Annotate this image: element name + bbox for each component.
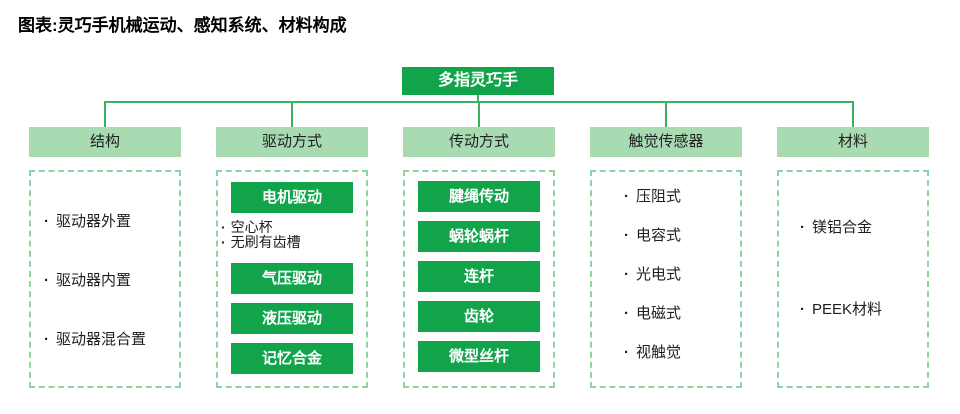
list-item: · 电磁式 [624, 304, 740, 324]
list-item-label: 驱动器内置 [56, 271, 132, 289]
green-node: 齿轮 [418, 301, 540, 332]
connector-drop-sensor [665, 102, 667, 127]
green-node: 微型丝杆 [418, 341, 540, 372]
list-item-label: PEEK材料 [812, 301, 883, 318]
column-header-sensor: 触觉传感器 [590, 127, 742, 157]
list-item: · 压阻式 [624, 187, 740, 207]
list-item-label: 空心杯 [230, 219, 273, 235]
connector-drop-transmission [478, 102, 480, 127]
list-item: · 空心杯 [221, 220, 366, 235]
column-body-drive: 电机驱动 · 空心杯 · 无刷有齿槽 气压驱动 液压驱动 记忆合金 [216, 170, 368, 388]
column-body-structure: · 驱动器外置 · 驱动器内置 · 驱动器混合置 [29, 170, 181, 388]
column-transmission-mode: 传动方式 腱绳传动 蜗轮蜗杆 连杆 齿轮 微型丝杆 [403, 127, 555, 388]
list-item-label: 视触觉 [636, 344, 682, 361]
column-material: 材料 · 镁铝合金 · PEEK材料 [777, 127, 929, 388]
green-node: 气压驱动 [231, 263, 353, 294]
drive-item-list: 电机驱动 · 空心杯 · 无刷有齿槽 气压驱动 液压驱动 记忆合金 [218, 172, 366, 374]
column-header-material: 材料 [777, 127, 929, 157]
bullet-icon: · [624, 227, 629, 244]
connector-root-stem [477, 95, 479, 102]
green-node: 蜗轮蜗杆 [418, 221, 540, 252]
list-item: · 无刷有齿槽 [221, 235, 366, 250]
connector-drop-structure [104, 102, 106, 127]
green-node: 腱绳传动 [418, 181, 540, 212]
bullet-icon: · [44, 271, 49, 289]
green-node: 记忆合金 [231, 343, 353, 374]
list-item-label: 光电式 [636, 266, 682, 283]
bullet-icon: · [624, 344, 629, 361]
bullet-icon: · [624, 266, 629, 283]
list-item: · 驱动器内置 [44, 269, 179, 290]
bullet-icon: · [624, 305, 629, 322]
green-node: 液压驱动 [231, 303, 353, 334]
bullet-icon: · [624, 188, 629, 205]
transmission-item-list: 腱绳传动 蜗轮蜗杆 连杆 齿轮 微型丝杆 [405, 172, 553, 372]
list-item-label: 电磁式 [636, 305, 682, 322]
list-item-label: 镁铝合金 [812, 219, 873, 236]
column-body-transmission: 腱绳传动 蜗轮蜗杆 连杆 齿轮 微型丝杆 [403, 170, 555, 388]
list-item-label: 电容式 [636, 227, 682, 244]
bullet-icon: · [221, 234, 226, 250]
list-item-label: 驱动器外置 [56, 212, 132, 230]
list-item: · 视触觉 [624, 343, 740, 363]
column-header-drive: 驱动方式 [216, 127, 368, 157]
list-item-label: 压阻式 [636, 188, 682, 205]
bullet-icon: · [44, 330, 49, 348]
list-item: · 镁铝合金 [800, 217, 927, 239]
list-item-label: 驱动器混合置 [56, 330, 147, 348]
list-item: · PEEK材料 [800, 299, 927, 321]
green-node: 电机驱动 [231, 182, 353, 213]
column-body-material: · 镁铝合金 · PEEK材料 [777, 170, 929, 388]
list-item: · 驱动器外置 [44, 210, 179, 231]
list-item: · 光电式 [624, 265, 740, 285]
connector-drop-material [852, 102, 854, 127]
bullet-icon: · [800, 301, 805, 318]
sensor-item-list: · 压阻式 · 电容式 · 光电式 · 电磁式 · 视触觉 [592, 172, 740, 386]
column-header-structure: 结构 [29, 127, 181, 157]
column-structure: 结构 · 驱动器外置 · 驱动器内置 · 驱动器混合置 [29, 127, 181, 388]
column-drive-mode: 驱动方式 电机驱动 · 空心杯 · 无刷有齿槽 气压驱动 液压驱动 记忆合金 [216, 127, 368, 388]
bullet-icon: · [44, 212, 49, 230]
list-item: · 电容式 [624, 226, 740, 246]
bullet-icon: · [800, 219, 805, 236]
drive-sub-bullet-list: · 空心杯 · 无刷有齿槽 [221, 220, 366, 250]
connector-drop-drive [291, 102, 293, 127]
structure-item-list: · 驱动器外置 · 驱动器内置 · 驱动器混合置 [31, 172, 179, 386]
green-node: 连杆 [418, 261, 540, 292]
list-item: · 驱动器混合置 [44, 328, 179, 349]
column-header-transmission: 传动方式 [403, 127, 555, 157]
list-item-label: 无刷有齿槽 [230, 234, 301, 250]
column-body-sensor: · 压阻式 · 电容式 · 光电式 · 电磁式 · 视触觉 [590, 170, 742, 388]
bullet-icon: · [221, 219, 226, 235]
column-tactile-sensor: 触觉传感器 · 压阻式 · 电容式 · 光电式 · 电磁式 [590, 127, 742, 388]
root-node: 多指灵巧手 [402, 67, 554, 95]
material-item-list: · 镁铝合金 · PEEK材料 [779, 172, 927, 386]
figure-title: 图表:灵巧手机械运动、感知系统、材料构成 [18, 16, 347, 35]
